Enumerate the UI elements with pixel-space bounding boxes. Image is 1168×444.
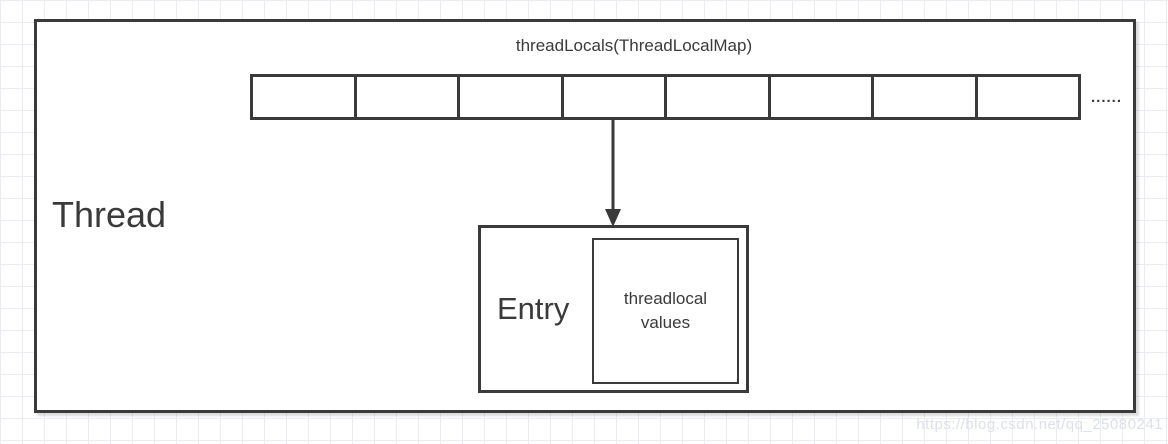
threadlocal-values-box: threadlocal values bbox=[592, 238, 739, 384]
array-cell bbox=[977, 77, 1078, 117]
array-cell bbox=[563, 77, 667, 117]
array-cell bbox=[460, 77, 564, 117]
threadlocalmap-title: threadLocals(ThreadLocalMap) bbox=[515, 36, 753, 55]
array-cell bbox=[253, 77, 357, 117]
array-cell bbox=[356, 77, 460, 117]
array-ellipsis: ...... bbox=[1091, 89, 1123, 106]
threadlocalmap-array bbox=[250, 74, 1081, 120]
entry-box: Entry threadlocal values bbox=[478, 225, 749, 393]
array-to-entry-arrow-icon bbox=[605, 119, 621, 227]
entry-label: Entry bbox=[497, 291, 570, 326]
watermark-url: https://blog.csdn.net/qq_25080241 bbox=[916, 416, 1163, 433]
threadlocal-values-label: threadlocal values bbox=[623, 289, 708, 332]
thread-label: Thread bbox=[52, 194, 167, 235]
array-cell bbox=[667, 77, 771, 117]
array-cell bbox=[874, 77, 978, 117]
array-cell bbox=[770, 77, 874, 117]
